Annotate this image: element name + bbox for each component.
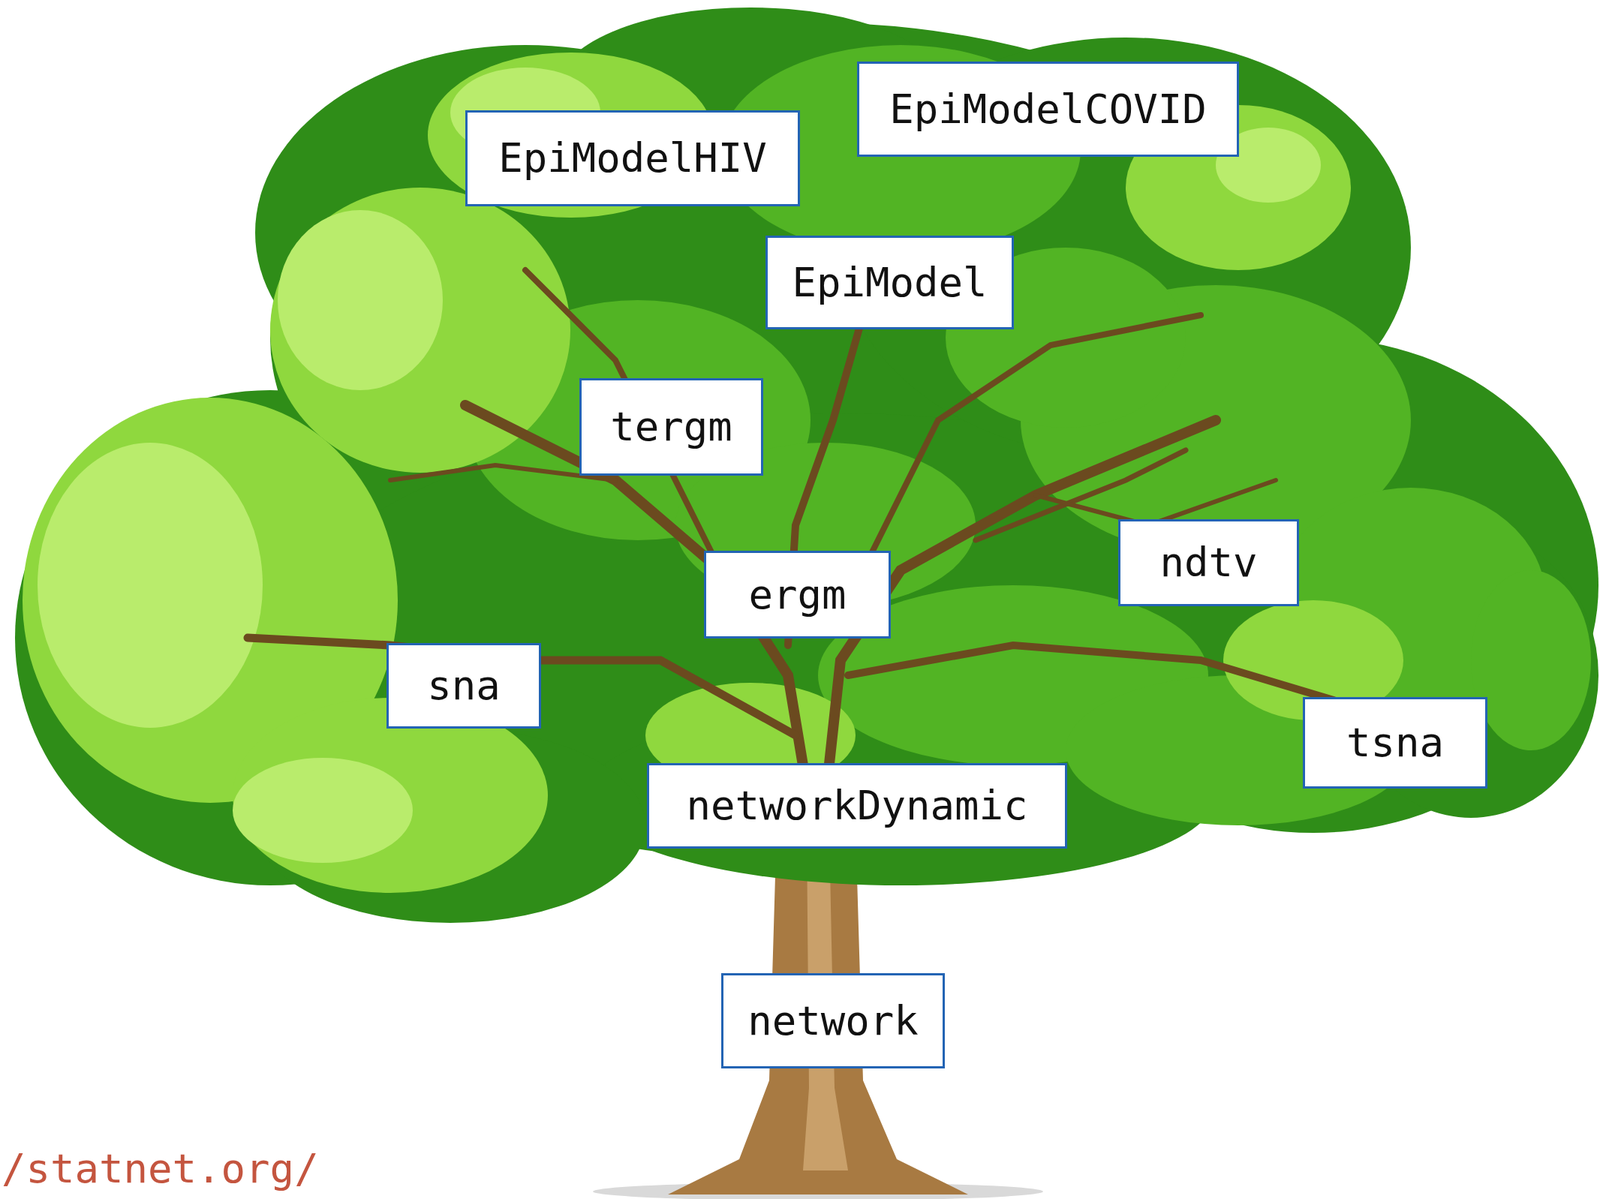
url-note: /statnet.org/ [1, 1146, 319, 1191]
package-name: EpiModelCOVID [889, 87, 1207, 132]
package-name: networkDynamic [685, 783, 1028, 828]
package-name: EpiModel [791, 260, 987, 305]
package-box: EpiModelHIV [465, 110, 800, 207]
package-box: ergm [703, 550, 891, 639]
package-box: networkDynamic [646, 763, 1068, 849]
package-box: EpiModel [765, 235, 1014, 330]
package-name: tergm [610, 404, 733, 449]
package-box: EpiModelCOVID [857, 61, 1240, 157]
package-name: network [747, 998, 919, 1044]
package-name: EpiModelHIV [498, 135, 767, 181]
package-box: tsna [1302, 697, 1488, 789]
package-name: tsna [1346, 720, 1444, 765]
package-name: ndtv [1159, 540, 1258, 585]
package-name: sna [427, 663, 501, 708]
package-box: ndtv [1118, 519, 1300, 607]
package-name: ergm [748, 572, 846, 617]
package-box: network [721, 973, 945, 1069]
package-box: tergm [579, 378, 764, 476]
package-box: sna [386, 643, 542, 729]
